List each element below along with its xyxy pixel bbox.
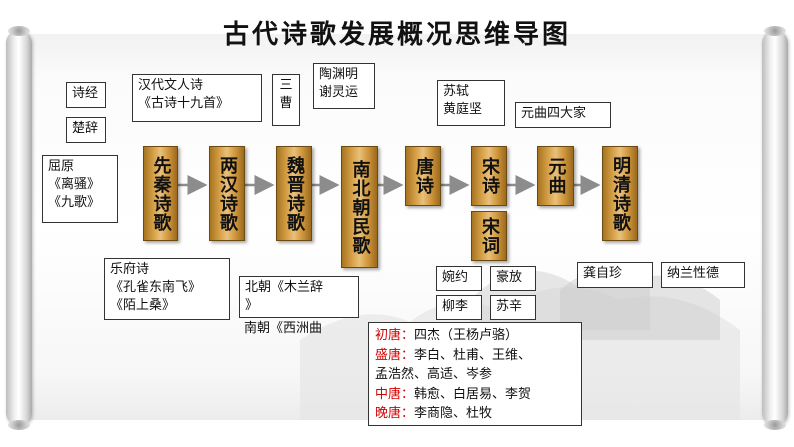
note-sancao-line-1: 三 <box>279 78 293 93</box>
tang-period-label: 中唐： <box>375 386 415 402</box>
scroll-cap-left-top <box>8 26 30 36</box>
node-songci: 宋词 <box>471 211 507 261</box>
node-yuan: 元曲 <box>537 146 574 206</box>
scroll-roller-right <box>762 30 788 426</box>
note-quyuan-line-2: 《离骚》 <box>48 177 101 192</box>
node-nanbeichao: 南北朝民歌 <box>341 146 378 268</box>
note-chuci: 楚辞 <box>66 117 106 143</box>
note-yuefu-line-3: 《陌上桑》 <box>110 298 176 313</box>
tang-period-label: 晚唐： <box>375 406 415 421</box>
tang-poets: 李白、杜甫、王维、 <box>414 347 532 363</box>
tang-row-zhongtang: 中唐：韩愈、白居易、李贺 <box>375 385 575 405</box>
note-sancao: 三 曹 <box>272 74 300 126</box>
note-yuefu-line-1: 乐府诗 <box>110 262 150 277</box>
tang-row-shengtang: 盛唐：李白、杜甫、王维、 <box>375 346 575 366</box>
tang-poets: 四杰（王杨卢骆） <box>414 328 519 343</box>
note-wanyue-text: 婉约 <box>442 270 469 285</box>
node-tang: 唐诗 <box>405 146 441 206</box>
note-quyuan-line-1: 屈原 <box>48 159 75 174</box>
note-taoxie-line-2: 谢灵运 <box>319 85 359 100</box>
scroll-cap-right-top <box>764 26 786 36</box>
note-suhuang: 苏轼 黄庭坚 <box>437 80 505 126</box>
note-nanchao: 南朝《西洲曲 <box>239 318 359 360</box>
tang-poets: 李商隐、杜牧 <box>414 406 493 421</box>
note-beichao: 北朝《木兰辞 》 <box>239 276 359 318</box>
note-quyuan: 屈原 《离骚》 《九歌》 <box>42 155 118 223</box>
note-liuli-text: 柳李 <box>442 299 469 314</box>
note-yuefu: 乐府诗 《孔雀东南飞》 《陌上桑》 <box>104 258 230 320</box>
tang-poets: 孟浩然、高适、岑参 <box>375 367 493 382</box>
note-handai: 汉代文人诗 《古诗十九首》 <box>132 74 262 122</box>
note-haofang-text: 豪放 <box>496 270 523 285</box>
tang-poets: 韩愈、白居易、李贺 <box>414 386 532 402</box>
note-liuli: 柳李 <box>436 295 482 320</box>
note-beichao-line-2: 》 <box>245 298 259 313</box>
note-gongzizhen: 龚自珍 <box>577 262 653 288</box>
note-sancao-line-2: 曹 <box>279 96 293 111</box>
tang-row-chutang: 初唐：四杰（王杨卢骆） <box>375 326 575 346</box>
note-taoxie-line-1: 陶渊明 <box>319 67 359 82</box>
note-nalan: 纳兰性德 <box>661 262 745 288</box>
note-taoxie: 陶渊明 谢灵运 <box>313 63 375 109</box>
tang-period-label: 盛唐： <box>375 347 415 363</box>
note-suhuang-line-2: 黄庭坚 <box>443 102 483 117</box>
note-haofang: 豪放 <box>490 266 536 291</box>
note-tang-periods: 初唐：四杰（王杨卢骆） 盛唐：李白、杜甫、王维、 孟浩然、高适、岑参 中唐：韩愈… <box>368 322 582 426</box>
note-suhuang-line-1: 苏轼 <box>443 84 470 99</box>
scroll-roller-left <box>6 30 32 426</box>
note-gongzizhen-text: 龚自珍 <box>583 266 623 281</box>
note-yuanqu-sidajia-text: 元曲四大家 <box>521 106 587 121</box>
note-shijing-text: 诗经 <box>72 86 99 101</box>
note-chuci-text: 楚辞 <box>72 121 99 136</box>
note-wanyue: 婉约 <box>436 266 482 291</box>
node-mingqing: 明清诗歌 <box>602 146 638 241</box>
tang-period-label: 初唐： <box>375 328 415 343</box>
note-handai-line-2: 《古诗十九首》 <box>138 96 230 111</box>
note-beichao-line-1: 北朝《木兰辞 <box>245 280 324 295</box>
note-yuanqu-sidajia: 元曲四大家 <box>515 102 611 128</box>
node-song: 宋诗 <box>471 146 507 206</box>
node-xianqin: 先秦诗歌 <box>143 146 178 241</box>
note-nalan-text: 纳兰性德 <box>667 266 720 281</box>
note-suxin: 苏辛 <box>490 295 536 320</box>
note-suxin-text: 苏辛 <box>496 299 523 314</box>
note-nanchao-text: 南朝《西洲曲 <box>244 321 323 336</box>
page-title: 古代诗歌发展概况思维导图 <box>222 20 571 50</box>
note-quyuan-line-3: 《九歌》 <box>48 195 101 210</box>
node-lianghan: 两汉诗歌 <box>209 146 245 241</box>
node-weijin: 魏晋诗歌 <box>276 146 312 241</box>
scroll-cap-left-bottom <box>8 420 30 430</box>
tang-row-wantang: 晚唐：李商隐、杜牧 <box>375 404 575 424</box>
scroll-cap-right-bottom <box>764 420 786 430</box>
note-shijing: 诗经 <box>66 82 106 108</box>
note-handai-line-1: 汉代文人诗 <box>138 78 204 93</box>
note-yuefu-line-2: 《孔雀东南飞》 <box>110 280 202 295</box>
tang-row-shengtang-cont: 孟浩然、高适、岑参 <box>375 365 575 385</box>
